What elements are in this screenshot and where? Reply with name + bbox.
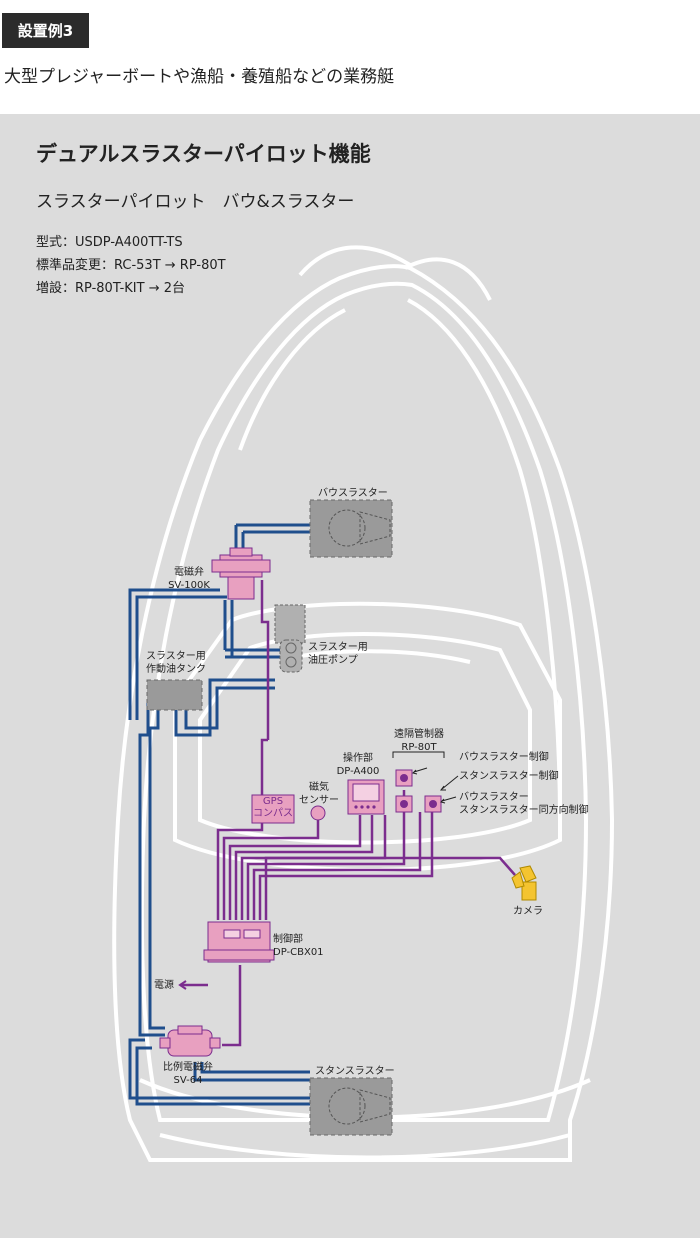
remote-name: 遠隔管制器 — [394, 729, 444, 740]
oil-tank-unit — [146, 679, 203, 711]
remote-bow-label: バウスラスター制御 — [459, 752, 549, 763]
remote-model: RP-80T — [401, 742, 437, 753]
camera-label: カメラ — [513, 906, 543, 917]
bow-thruster-unit — [309, 499, 393, 558]
control-unit-dpcbx01 — [203, 921, 275, 963]
camera-unit — [511, 865, 537, 901]
tank-label: スラスター用 作動油タンク — [146, 650, 206, 676]
bow-thruster-label: バウスラスター — [318, 488, 388, 499]
operation-model: DP-A400 — [336, 766, 380, 777]
diagram-subtitle: スラスターパイロット バウ&スラスター — [36, 192, 355, 212]
diagram-panel — [0, 114, 700, 1238]
remote-label: 遠隔管制器 RP-80T — [392, 728, 446, 754]
gps-name: GPS — [262, 796, 284, 807]
remote-both-label: バウスラスター スタンスラスター同方向制御 — [459, 791, 589, 817]
hydraulic-lines — [128, 523, 310, 1106]
example-badge: 設置例3 — [2, 13, 89, 48]
solenoid-model: SV-100K — [168, 580, 210, 591]
magnetic-name: 磁気 — [309, 782, 329, 793]
tank-name: スラスター用 — [146, 651, 206, 662]
control-model: DP-CBX01 — [273, 947, 324, 958]
operation-name: 操作部 — [343, 753, 373, 764]
solenoid-label: 電磁弁 SV-100K — [163, 566, 215, 592]
gps-label: GPS コンパス — [252, 796, 294, 820]
remote-both-line1: バウスラスター — [459, 792, 529, 803]
magnetic-sensor-unit — [310, 805, 326, 821]
control-name: 制御部 — [273, 934, 303, 945]
prop-model: SV-64 — [173, 1075, 203, 1086]
pump-label: スラスター用 油圧ポンプ — [308, 641, 368, 667]
solenoid-name: 電磁弁 — [174, 567, 204, 578]
tank-name2: 作動油タンク — [146, 664, 206, 675]
stern-thruster-unit — [309, 1077, 393, 1136]
remote-controllers — [392, 751, 459, 813]
operation-label: 操作部 DP-A400 — [330, 752, 386, 778]
spec-model: 型式：USDP-A400TT-TS — [36, 235, 183, 250]
magnetic-name2: センサー — [299, 795, 339, 806]
magnetic-sensor-label: 磁気 センサー — [296, 781, 342, 807]
remote-stern-label: スタンスラスター制御 — [459, 771, 559, 782]
gps-compass-unit — [251, 794, 295, 824]
power-arrow — [178, 980, 187, 990]
proportional-valve-sv64 — [159, 1025, 221, 1057]
signal-lines — [180, 580, 516, 1047]
remote-both-line2: スタンスラスター同方向制御 — [459, 805, 589, 816]
power-label: 電源 — [154, 980, 174, 991]
spec-change: 標準品変更：RC-53T → RP-80T — [36, 258, 226, 273]
page-subtitle: 大型プレジャーボートや漁船・養殖船などの業務艇 — [4, 67, 395, 87]
control-label: 制御部 DP-CBX01 — [273, 933, 324, 959]
hydraulic-pump-unit — [274, 604, 306, 673]
pump-name2: 油圧ポンプ — [308, 655, 358, 666]
operation-unit-dpa400 — [347, 779, 385, 815]
solenoid-valve-sv100k — [211, 547, 271, 600]
stern-thruster-label: スタンスラスター — [315, 1066, 395, 1077]
gps-name2: コンパス — [253, 808, 293, 819]
pump-name: スラスター用 — [308, 642, 368, 653]
prop-valve-label: 比例電磁弁 SV-64 — [160, 1061, 216, 1087]
diagram-title: デュアルスラスターパイロット機能 — [36, 142, 371, 166]
prop-name: 比例電磁弁 — [163, 1062, 213, 1073]
spec-addition: 増設：RP-80T-KIT → 2台 — [36, 281, 185, 296]
